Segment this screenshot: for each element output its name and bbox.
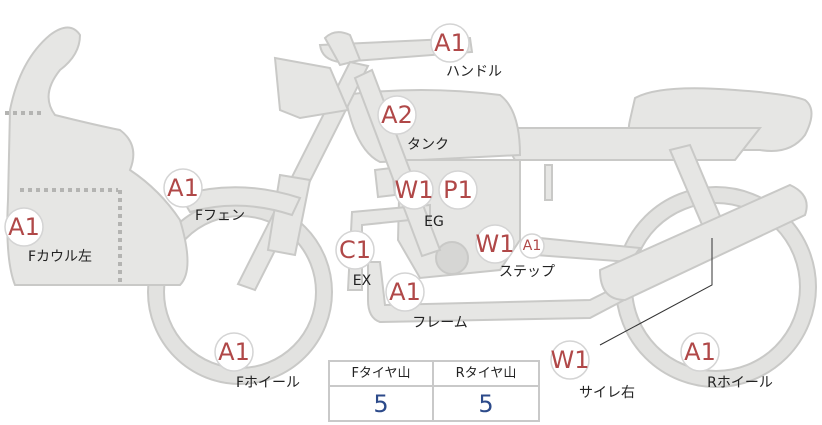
label-front-fender: Fフェン <box>195 208 245 224</box>
front-tire <box>148 200 332 384</box>
svg-text:A1: A1 <box>434 29 466 57</box>
label-handle: ハンドル <box>446 64 502 80</box>
svg-text:C1: C1 <box>339 236 371 264</box>
svg-text:A1: A1 <box>167 174 199 202</box>
badge-step-1: W1 <box>475 224 515 264</box>
badge-front-cowl: A1 <box>4 207 44 247</box>
badge-front-fender: A1 <box>163 168 203 208</box>
label-frame: フレーム <box>412 315 468 331</box>
label-step: ステップ <box>499 264 555 280</box>
front-cowl <box>6 26 189 286</box>
label-silencer: サイレ右 <box>579 385 635 401</box>
svg-text:W1: W1 <box>476 230 515 258</box>
label-tank: タンク <box>407 137 449 153</box>
svg-text:A1: A1 <box>523 238 541 254</box>
front-fender <box>178 186 302 217</box>
badge-tank: A2 <box>377 95 417 135</box>
label-engine: EG <box>424 214 444 230</box>
label-rear-wheel: Rホイール <box>707 375 773 391</box>
rear-tread-value: 5 <box>478 390 494 418</box>
frame-lower <box>367 261 630 324</box>
label-front-wheel: Fホイール <box>236 375 300 391</box>
svg-text:P1: P1 <box>443 176 473 204</box>
label-exhaust: EX <box>353 273 372 289</box>
badge-silencer: W1 <box>550 340 590 380</box>
front-tread-value: 5 <box>330 387 434 421</box>
svg-text:A1: A1 <box>8 213 40 241</box>
svg-text:A1: A1 <box>218 338 250 366</box>
meter-panel <box>273 56 350 120</box>
tire-tread-table: Fタイヤ山 Rタイヤ山 5 5 <box>328 360 540 422</box>
label-front-cowl: Fカウル左 <box>28 249 92 265</box>
silencer <box>598 183 808 302</box>
badge-front-wheel: A1 <box>214 332 254 372</box>
svg-text:W1: W1 <box>395 176 434 204</box>
motorcycle-silhouette <box>5 26 817 388</box>
svg-text:A2: A2 <box>381 101 413 129</box>
badge-engine-2: P1 <box>438 170 478 210</box>
svg-text:A1: A1 <box>389 278 421 306</box>
badge-rear-wheel: A1 <box>680 332 720 372</box>
front-tread-header: Fタイヤ山 <box>330 362 434 387</box>
badge-exhaust: C1 <box>335 230 375 270</box>
badge-engine-1: W1 <box>394 170 434 210</box>
badge-step-2: A1 <box>519 233 545 259</box>
svg-text:A1: A1 <box>684 338 716 366</box>
badge-handle: A1 <box>430 23 470 63</box>
svg-text:W1: W1 <box>551 346 590 374</box>
rear-tread-header: Rタイヤ山 <box>434 362 538 387</box>
badge-frame: A1 <box>385 272 425 312</box>
